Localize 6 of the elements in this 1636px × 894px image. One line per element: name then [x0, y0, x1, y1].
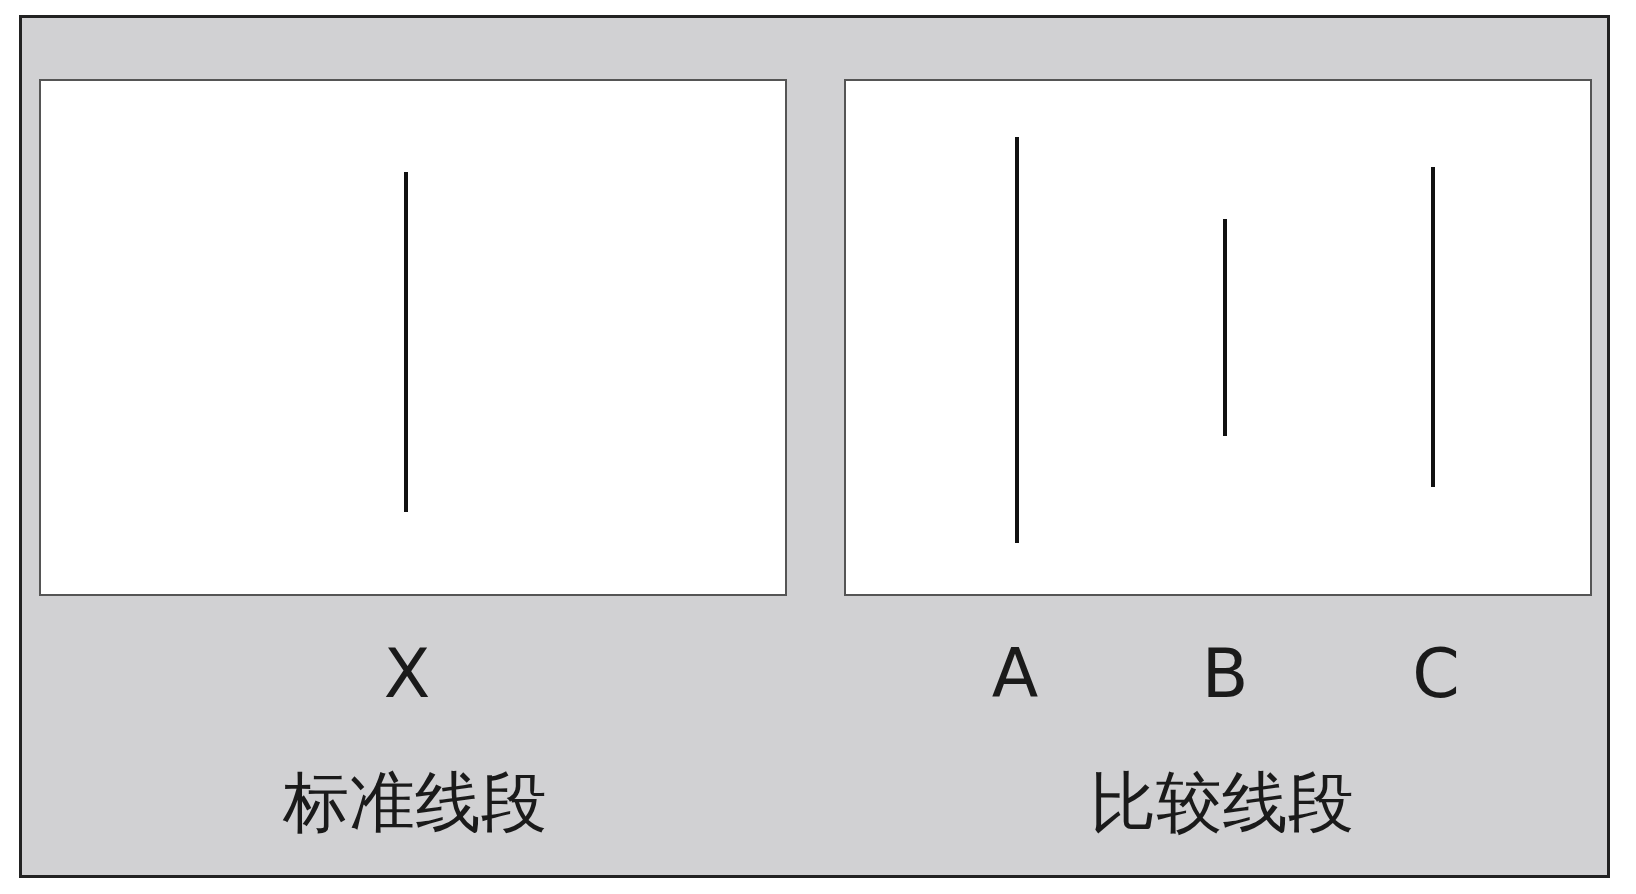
- panel-caption: 标准线段: [283, 770, 547, 836]
- segment-label: B: [1201, 640, 1249, 708]
- segment-label: A: [991, 640, 1039, 708]
- segment-label: X: [383, 640, 431, 708]
- segment-label: C: [1412, 640, 1460, 708]
- panel-caption: 比较线段: [1090, 770, 1354, 836]
